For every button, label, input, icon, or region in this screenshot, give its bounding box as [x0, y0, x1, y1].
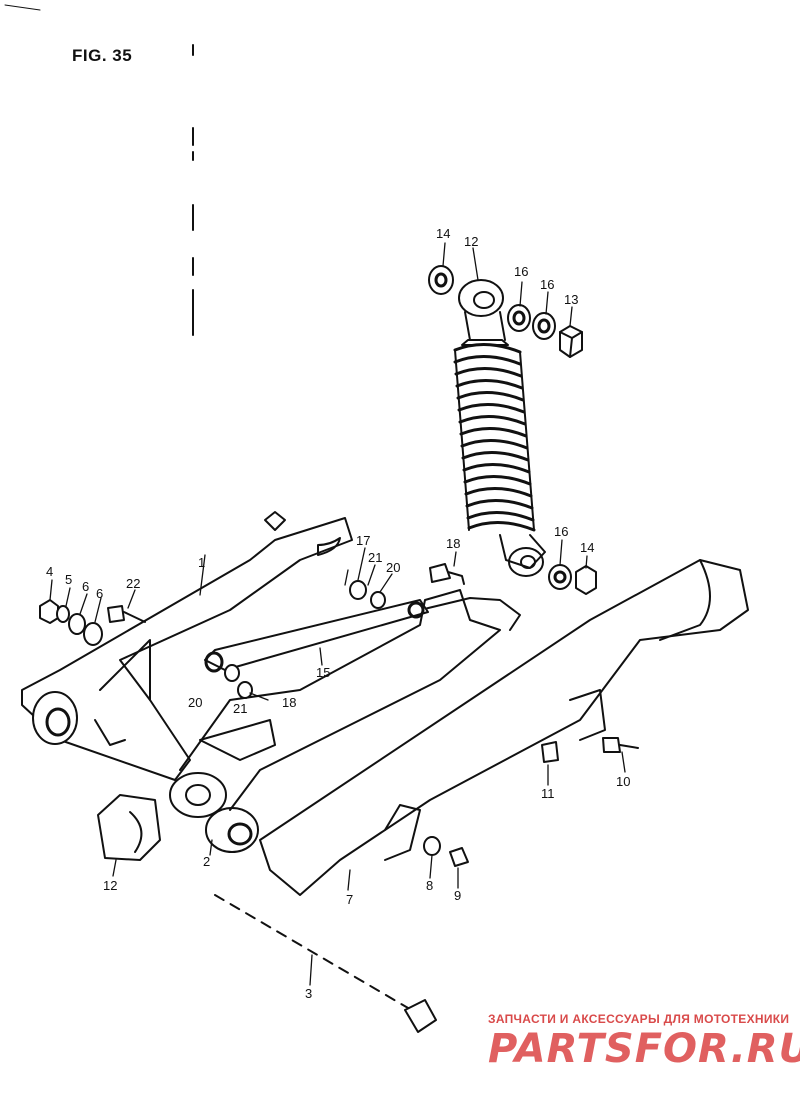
- label-15: 14: [436, 226, 450, 241]
- label-5: 5: [65, 572, 72, 587]
- label-21a: 21: [368, 550, 382, 565]
- swing-arm: [21, 511, 521, 853]
- label-12: 12: [103, 878, 117, 893]
- label-16a: 16: [514, 264, 528, 279]
- label-18a: 17: [356, 533, 370, 548]
- leader-lines: [49, 242, 626, 986]
- label-11: 11: [541, 786, 555, 801]
- label-16b: 16: [540, 277, 554, 292]
- pivot-shaft: [214, 894, 437, 1033]
- shock-upper-hardware: [428, 265, 583, 358]
- label-18b: 18: [282, 695, 296, 710]
- label-3: 3: [305, 986, 312, 1001]
- label-22: 22: [126, 576, 140, 591]
- label-4: 4: [46, 564, 53, 579]
- watermark-tagline: ЗАПЧАСТИ И АКСЕССУАРЫ ДЛЯ МОТОТЕХНИКИ: [488, 1012, 790, 1026]
- torque-link: [204, 599, 429, 673]
- label-16c: 16: [554, 524, 568, 539]
- label-20b: 20: [188, 695, 202, 710]
- label-14b: 14: [580, 540, 594, 555]
- callout-labels: 14 12 16 16 13 16 14 18 17 21 20 1 4 5 6…: [46, 226, 630, 1001]
- spacer-sleeve: [97, 794, 161, 861]
- figure-title: FIG. 35: [72, 46, 133, 65]
- label-21b: 21: [233, 701, 247, 716]
- rear-shock-absorber: [453, 279, 546, 577]
- label-7: 7: [346, 892, 353, 907]
- watermark-logo: PARTSFOR.RU: [488, 1026, 800, 1072]
- label-6b: 6: [96, 586, 103, 601]
- label-1: 1: [198, 555, 205, 570]
- label-6a: 6: [82, 579, 89, 594]
- label-8: 8: [426, 878, 433, 893]
- label-14a: 13: [564, 292, 578, 307]
- label-2: 2: [203, 854, 210, 869]
- label-9: 9: [454, 888, 461, 903]
- label-17: 15: [316, 665, 330, 680]
- chain-case: [259, 559, 749, 896]
- label-10: 10: [616, 774, 630, 789]
- shock-lower-hardware: [548, 564, 597, 595]
- label-13: 12: [464, 234, 478, 249]
- label-20a: 20: [386, 560, 400, 575]
- scan-marks: [4, 4, 194, 336]
- label-19: 18: [446, 536, 460, 551]
